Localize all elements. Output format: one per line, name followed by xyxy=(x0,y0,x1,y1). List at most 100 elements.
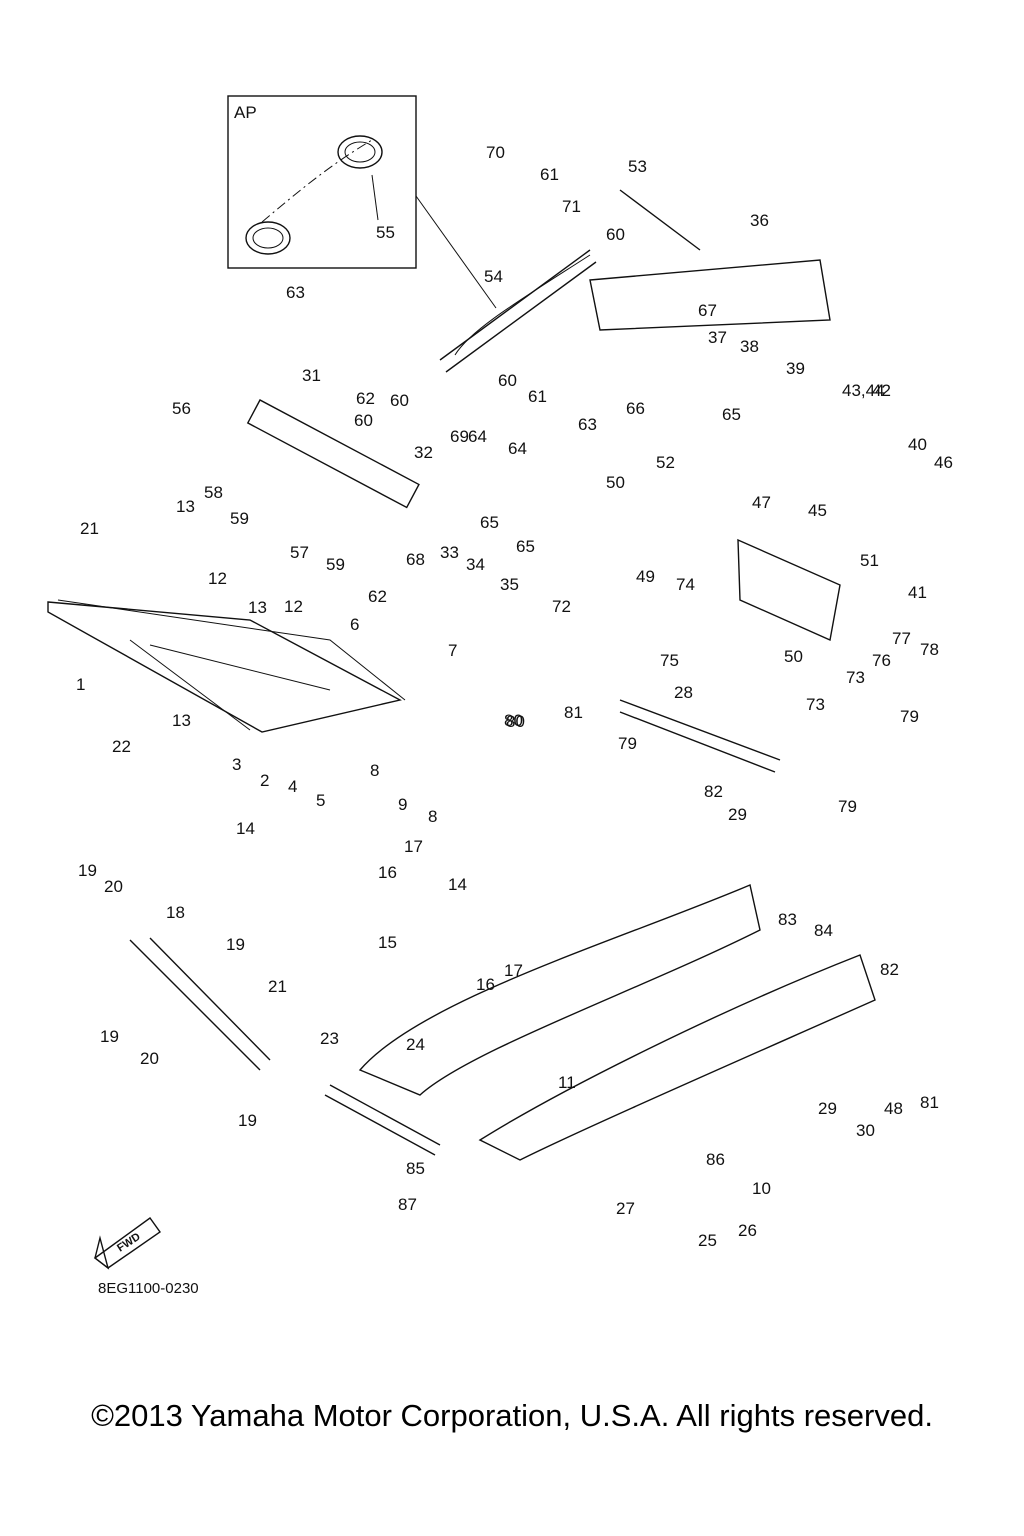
inset-title: AP xyxy=(234,103,257,122)
part-label-19: 19 xyxy=(78,861,97,880)
part-label-59: 59 xyxy=(230,509,249,528)
part-label-39: 39 xyxy=(786,359,805,378)
rear-arm-assembly xyxy=(589,189,841,642)
part-label-31: 31 xyxy=(302,366,321,385)
part-label-63: 63 xyxy=(578,415,597,434)
part-label-41: 41 xyxy=(908,583,927,602)
part-label-3: 3 xyxy=(232,755,241,774)
part-label-49: 49 xyxy=(636,567,655,586)
part-label-7: 7 xyxy=(448,641,457,660)
part-label-25: 25 xyxy=(698,1231,717,1250)
part-label-61: 61 xyxy=(540,165,559,184)
part-label-14: 14 xyxy=(448,875,467,894)
part-label-13: 13 xyxy=(172,711,191,730)
part-label-9: 9 xyxy=(398,795,407,814)
part-label-11: 11 xyxy=(558,1073,576,1092)
part-label-22: 22 xyxy=(112,737,131,756)
part-label-74: 74 xyxy=(676,575,695,594)
part-label-45: 45 xyxy=(808,501,827,520)
part-label-53: 53 xyxy=(628,157,647,176)
part-label-8: 8 xyxy=(428,807,437,826)
part-label-6: 6 xyxy=(350,615,359,634)
part-label-86: 86 xyxy=(706,1150,725,1169)
part-label-64: 64 xyxy=(508,439,527,458)
part-label-64: 64 xyxy=(468,427,487,446)
part-label-59: 59 xyxy=(326,555,345,574)
part-label-17: 17 xyxy=(404,837,423,856)
part-label-80: 80 xyxy=(504,711,523,730)
front-arm-assembly xyxy=(47,399,420,733)
part-label-82: 82 xyxy=(704,782,723,801)
part-label-54: 54 xyxy=(484,267,503,286)
part-label-85: 85 xyxy=(406,1159,425,1178)
part-label-30: 30 xyxy=(856,1121,875,1140)
diagram-code: 8EG1100-0230 xyxy=(98,1280,199,1297)
part-label-61: 61 xyxy=(528,387,547,406)
part-label-2: 2 xyxy=(260,771,269,790)
part-label-60: 60 xyxy=(390,391,409,410)
part-label-56: 56 xyxy=(172,399,191,418)
part-label-65: 65 xyxy=(516,537,535,556)
shock-absorber-upper xyxy=(439,249,597,373)
part-label-68: 68 xyxy=(406,550,425,569)
part-label-71: 71 xyxy=(562,197,581,216)
part-label-78: 78 xyxy=(920,640,939,659)
part-label-48: 48 xyxy=(884,1099,903,1118)
part-label-12: 12 xyxy=(208,569,227,588)
part-label-32: 32 xyxy=(414,443,433,462)
part-label-60: 60 xyxy=(498,371,517,390)
ap-inset: AP 55 xyxy=(227,95,497,309)
part-label-81: 81 xyxy=(564,703,583,722)
part-label-18: 18 xyxy=(166,903,185,922)
part-label-52: 52 xyxy=(656,453,675,472)
part-label-70: 70 xyxy=(486,143,505,162)
part-label-58: 58 xyxy=(204,483,223,502)
part-label-40: 40 xyxy=(908,435,927,454)
inset-part-label: 55 xyxy=(376,223,395,242)
part-label-79: 79 xyxy=(618,734,637,753)
part-label-10: 10 xyxy=(752,1179,771,1198)
part-label-87: 87 xyxy=(398,1195,417,1214)
part-label-5: 5 xyxy=(316,791,325,810)
part-label-77: 77 xyxy=(892,629,911,648)
part-label-24: 24 xyxy=(406,1035,425,1054)
exploded-parts-diagram: AP 55 xyxy=(47,95,953,1297)
part-label-4: 4 xyxy=(288,777,297,796)
part-label-29: 29 xyxy=(818,1099,837,1118)
part-label-75: 75 xyxy=(660,651,679,670)
part-label-19: 19 xyxy=(226,935,245,954)
part-label-27: 27 xyxy=(616,1199,635,1218)
part-label-76: 76 xyxy=(872,651,891,670)
part-label-46: 46 xyxy=(934,453,953,472)
part-label-35: 35 xyxy=(500,575,519,594)
part-label-79: 79 xyxy=(900,707,919,726)
part-label-42: 42 xyxy=(872,381,891,400)
fwd-arrow-icon: FWD xyxy=(93,1217,161,1270)
part-label-83: 83 xyxy=(778,910,797,929)
part-label-19: 19 xyxy=(100,1027,119,1046)
part-label-34: 34 xyxy=(466,555,485,574)
part-label-19: 19 xyxy=(238,1111,257,1130)
part-label-1: 1 xyxy=(76,675,85,694)
part-label-50: 50 xyxy=(606,473,625,492)
part-label-62: 62 xyxy=(368,587,387,606)
part-label-43-44: 43,44 xyxy=(842,381,885,400)
part-label-15: 15 xyxy=(378,933,397,952)
part-label-13: 13 xyxy=(248,598,267,617)
part-label-21: 21 xyxy=(80,519,99,538)
part-label-17: 17 xyxy=(504,961,523,980)
part-label-60: 60 xyxy=(606,225,625,244)
part-label-37: 37 xyxy=(708,328,727,347)
part-label-33: 33 xyxy=(440,543,459,562)
copyright-notice: ©2013 Yamaha Motor Corporation, U.S.A. A… xyxy=(91,1398,933,1433)
part-label-66: 66 xyxy=(626,399,645,418)
slide-rail-right xyxy=(478,954,876,1161)
part-label-50: 50 xyxy=(784,647,803,666)
part-label-84: 84 xyxy=(814,921,833,940)
part-label-73: 73 xyxy=(806,695,825,714)
part-label-20: 20 xyxy=(104,877,123,896)
part-label-72: 72 xyxy=(552,597,571,616)
front-shock xyxy=(129,937,271,1071)
part-label-63: 63 xyxy=(286,283,305,302)
part-label-38: 38 xyxy=(740,337,759,356)
